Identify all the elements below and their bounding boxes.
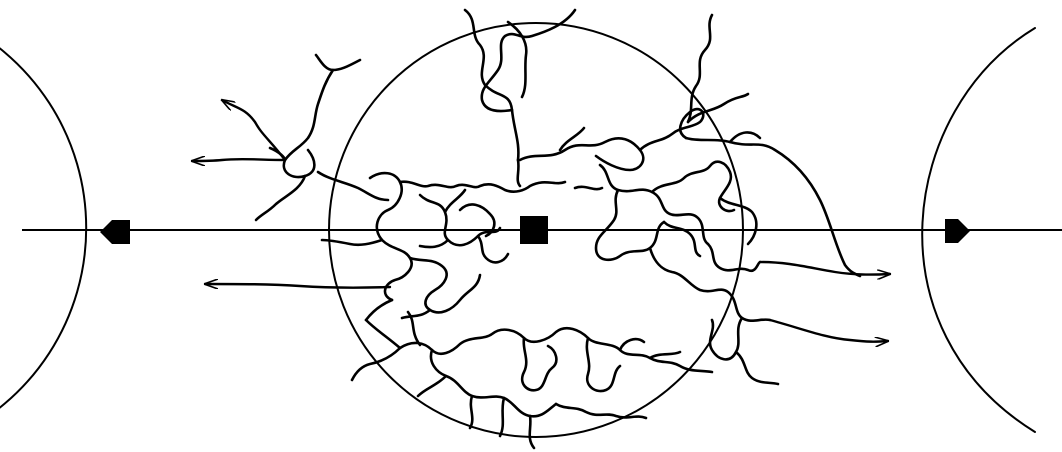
net-left-1 <box>284 70 333 177</box>
center-square-marker <box>520 216 548 244</box>
net-right-7 <box>708 244 760 271</box>
net-left-10 <box>420 204 494 247</box>
net-right-11 <box>560 128 602 189</box>
net-bottom-8 <box>530 416 534 448</box>
net-left-14 <box>478 236 508 262</box>
arrow-right-upper <box>760 262 890 275</box>
net-right-12 <box>664 222 700 256</box>
net-left-8 <box>420 195 500 245</box>
net-bottom-6 <box>522 338 556 390</box>
branch-top-right <box>688 15 712 122</box>
net-left-12 <box>366 300 430 320</box>
net-left-9 <box>410 258 480 312</box>
net-bottom-3 <box>352 348 400 380</box>
net-right-6 <box>652 162 734 211</box>
net-left-11 <box>322 240 382 245</box>
net-bottom-2 <box>431 350 556 416</box>
right-arrow-marker <box>945 219 970 243</box>
arrow-upper-left-2 <box>192 159 285 161</box>
net-bottom-11 <box>366 320 400 348</box>
net-bottom-9 <box>556 404 646 418</box>
net-right-5 <box>596 190 664 260</box>
arrow-right-lower <box>770 320 888 342</box>
left-circle-arc <box>0 18 86 438</box>
net-right-10 <box>736 352 778 384</box>
net-right-14 <box>720 198 756 244</box>
arrow-lower-left <box>205 284 390 288</box>
net-right-13 <box>730 132 760 142</box>
net-right-2 <box>640 109 703 150</box>
net-right-1 <box>520 138 643 170</box>
left-arrow-marker <box>100 220 130 244</box>
net-left-2 <box>256 176 305 220</box>
net-left-7 <box>400 182 565 192</box>
net-right-8 <box>650 248 770 321</box>
net-left-4 <box>316 55 360 70</box>
net-left-3 <box>318 172 388 200</box>
net-bottom-12 <box>418 376 446 396</box>
net-left-6 <box>370 173 412 300</box>
net-bottom-5 <box>470 396 504 436</box>
net-left-15 <box>518 160 520 186</box>
